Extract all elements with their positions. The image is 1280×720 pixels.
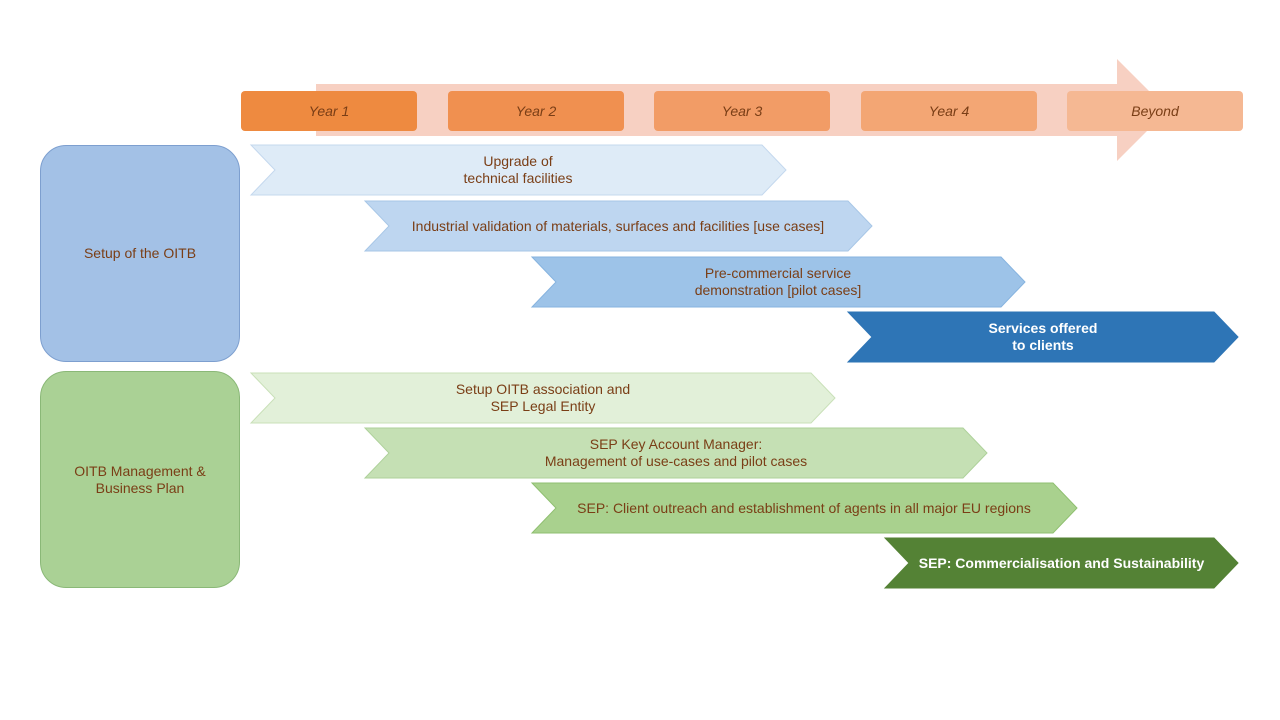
year-3-label: Year 3 <box>654 91 830 131</box>
step-commercialisation: SEP: Commercialisation and Sustainabilit… <box>918 554 1205 571</box>
group-setup-oitb: Setup of the OITB <box>40 145 240 362</box>
chevron-key-account <box>363 427 988 479</box>
step-key-account-manager: SEP Key Account Manager:Management of us… <box>544 436 808 469</box>
year-4-label: Year 4 <box>861 91 1037 131</box>
chevron-commercialisation <box>883 537 1239 589</box>
step-industrial-validation: Industrial validation of materials, surf… <box>411 217 825 234</box>
year-1-label: Year 1 <box>241 91 417 131</box>
chevron-upgrade <box>249 144 787 196</box>
step-client-outreach: SEP: Client outreach and establishment o… <box>577 499 1031 516</box>
chevron-client-outreach <box>530 482 1078 534</box>
year-2-label: Year 2 <box>448 91 624 131</box>
chevron-industrial-validation <box>363 200 873 252</box>
group-management-line-1: OITB Management & <box>74 462 206 479</box>
chevron-services-offered <box>846 311 1239 363</box>
group-management-business-plan: OITB Management & Business Plan <box>40 371 240 588</box>
group-management-line-2: Business Plan <box>95 479 185 496</box>
chevron-pre-commercial <box>530 256 1026 308</box>
chevron-setup-association <box>249 372 836 424</box>
group-setup-oitb-label: Setup of the OITB <box>83 245 197 261</box>
beyond-label: Beyond <box>1067 91 1243 131</box>
